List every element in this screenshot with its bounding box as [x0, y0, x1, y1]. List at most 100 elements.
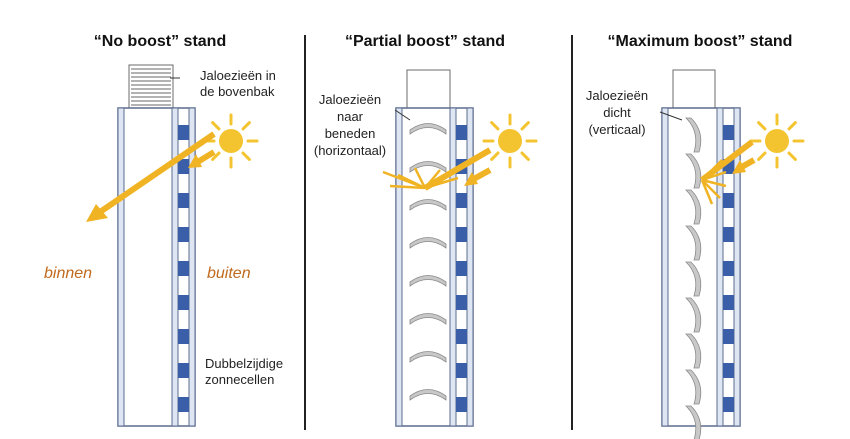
blinds-label-line-1: Jaloezieën — [586, 88, 648, 103]
inner-glass-pane — [395, 107, 403, 427]
solar-cell — [178, 125, 189, 140]
blinds-label-line-4: (horizontaal) — [314, 143, 386, 158]
solar-cell — [723, 363, 734, 378]
sun-ray-spike — [490, 121, 500, 131]
sun-ray-spike — [757, 121, 767, 131]
ray-arrowhead-short — [732, 160, 746, 174]
blind-slat — [409, 389, 447, 401]
sun-ray-spike — [241, 121, 251, 131]
solar-cell — [723, 295, 734, 310]
solar-cells — [723, 125, 734, 412]
solar-cell — [456, 295, 467, 310]
blinds-label-leader — [659, 111, 683, 121]
solar-cell — [456, 125, 467, 140]
panel-title-partial-boost: “Partial boost” stand — [345, 33, 505, 50]
blinds-label-line-1: Jaloezieën — [319, 92, 381, 107]
blind-slat — [685, 333, 702, 369]
panel-title-maximum-boost: “Maximum boost” stand — [608, 33, 793, 50]
blind-slat — [409, 351, 447, 363]
solar-cell — [723, 227, 734, 242]
solar-cell — [456, 261, 467, 276]
blind-slat — [685, 153, 702, 189]
outer-glass-pane-left — [449, 107, 457, 427]
sun-icon — [203, 113, 259, 169]
ray-arrowhead-short — [464, 172, 478, 186]
blind-slat — [685, 261, 702, 297]
sun-ray-spike — [520, 151, 530, 161]
blind-slat — [685, 405, 702, 439]
sun-ray-spike — [787, 121, 797, 131]
blinds-label-line-3: (verticaal) — [588, 122, 645, 137]
solar-cell — [723, 193, 734, 208]
ray-arrowhead-short — [188, 154, 202, 168]
sun-ray-spike — [520, 121, 530, 131]
blind-slat — [685, 189, 702, 225]
solar-cell — [456, 227, 467, 242]
blind-slat — [685, 117, 702, 153]
inside-label: binnen — [44, 265, 92, 282]
sun-ray — [423, 147, 492, 191]
blinds-label-line-3: beneden — [325, 126, 376, 141]
sun-disc — [765, 129, 789, 153]
solar-cell — [723, 125, 734, 140]
cells-label-line-2: zonnecellen — [205, 372, 274, 387]
horizontal-blinds — [409, 123, 447, 401]
sun-icon — [482, 113, 538, 169]
reflected-rays — [382, 167, 459, 190]
blinds-label-line-2: dicht — [603, 105, 631, 120]
sun-disc — [498, 129, 522, 153]
solar-cell — [178, 363, 189, 378]
sun-ray-spike — [211, 151, 221, 161]
solar-cell — [178, 193, 189, 208]
reflected-rays — [700, 159, 727, 205]
inner-glass-pane — [117, 107, 125, 427]
inner-glass-pane — [661, 107, 669, 427]
solar-cell — [456, 329, 467, 344]
solar-cell — [178, 261, 189, 276]
panel-no-boost: Jaloezieën in de bovenbak binnen buiten … — [44, 64, 283, 427]
solar-cell — [178, 329, 189, 344]
cells-label-line-1: Dubbelzijdige — [205, 356, 283, 371]
panel-title-no-boost: “No boost” stand — [94, 33, 226, 50]
solar-cell — [178, 397, 189, 412]
sun-ray — [700, 139, 754, 183]
sun-ray-spike — [787, 151, 797, 161]
blind-slat — [409, 313, 447, 325]
blind-slat — [409, 199, 447, 211]
outer-glass-pane-right — [188, 107, 196, 427]
solar-cell — [178, 295, 189, 310]
solar-cells — [178, 125, 189, 412]
outer-glass-pane-left — [716, 107, 724, 427]
blind-slat — [685, 369, 702, 405]
blind-slat — [685, 225, 702, 261]
panel-maximum-boost: Jaloezieën dicht (verticaal) — [586, 69, 805, 439]
sun-ray-spike — [211, 121, 221, 131]
blind-slat — [409, 275, 447, 287]
solar-cell — [178, 159, 189, 174]
outer-glass-pane-right — [466, 107, 474, 427]
blind-slat — [409, 237, 447, 249]
blinds-label-leader — [394, 109, 411, 121]
solar-cell — [723, 329, 734, 344]
sun-icon — [749, 113, 805, 169]
blind-slat — [409, 161, 447, 173]
blind-slat — [685, 297, 702, 333]
solar-cell — [456, 397, 467, 412]
outside-label: buiten — [207, 265, 251, 282]
sun-ray-spike — [757, 151, 767, 161]
blinds-label-line-2: naar — [337, 109, 364, 124]
solar-cell — [723, 159, 734, 174]
solar-cell — [723, 261, 734, 276]
sun-ray-spike — [490, 151, 500, 161]
stored-blinds — [131, 68, 171, 106]
sun-ray-spike — [241, 151, 251, 161]
blind-storage-box — [672, 69, 716, 109]
blinds-label-line-2: de bovenbak — [200, 84, 275, 99]
solar-cell — [178, 227, 189, 242]
sun-ray — [98, 131, 216, 215]
blind-slat — [409, 123, 447, 135]
solar-cell — [456, 193, 467, 208]
blind-storage-box — [406, 69, 451, 109]
blinds-label-line-1: Jaloezieën in — [200, 68, 276, 83]
